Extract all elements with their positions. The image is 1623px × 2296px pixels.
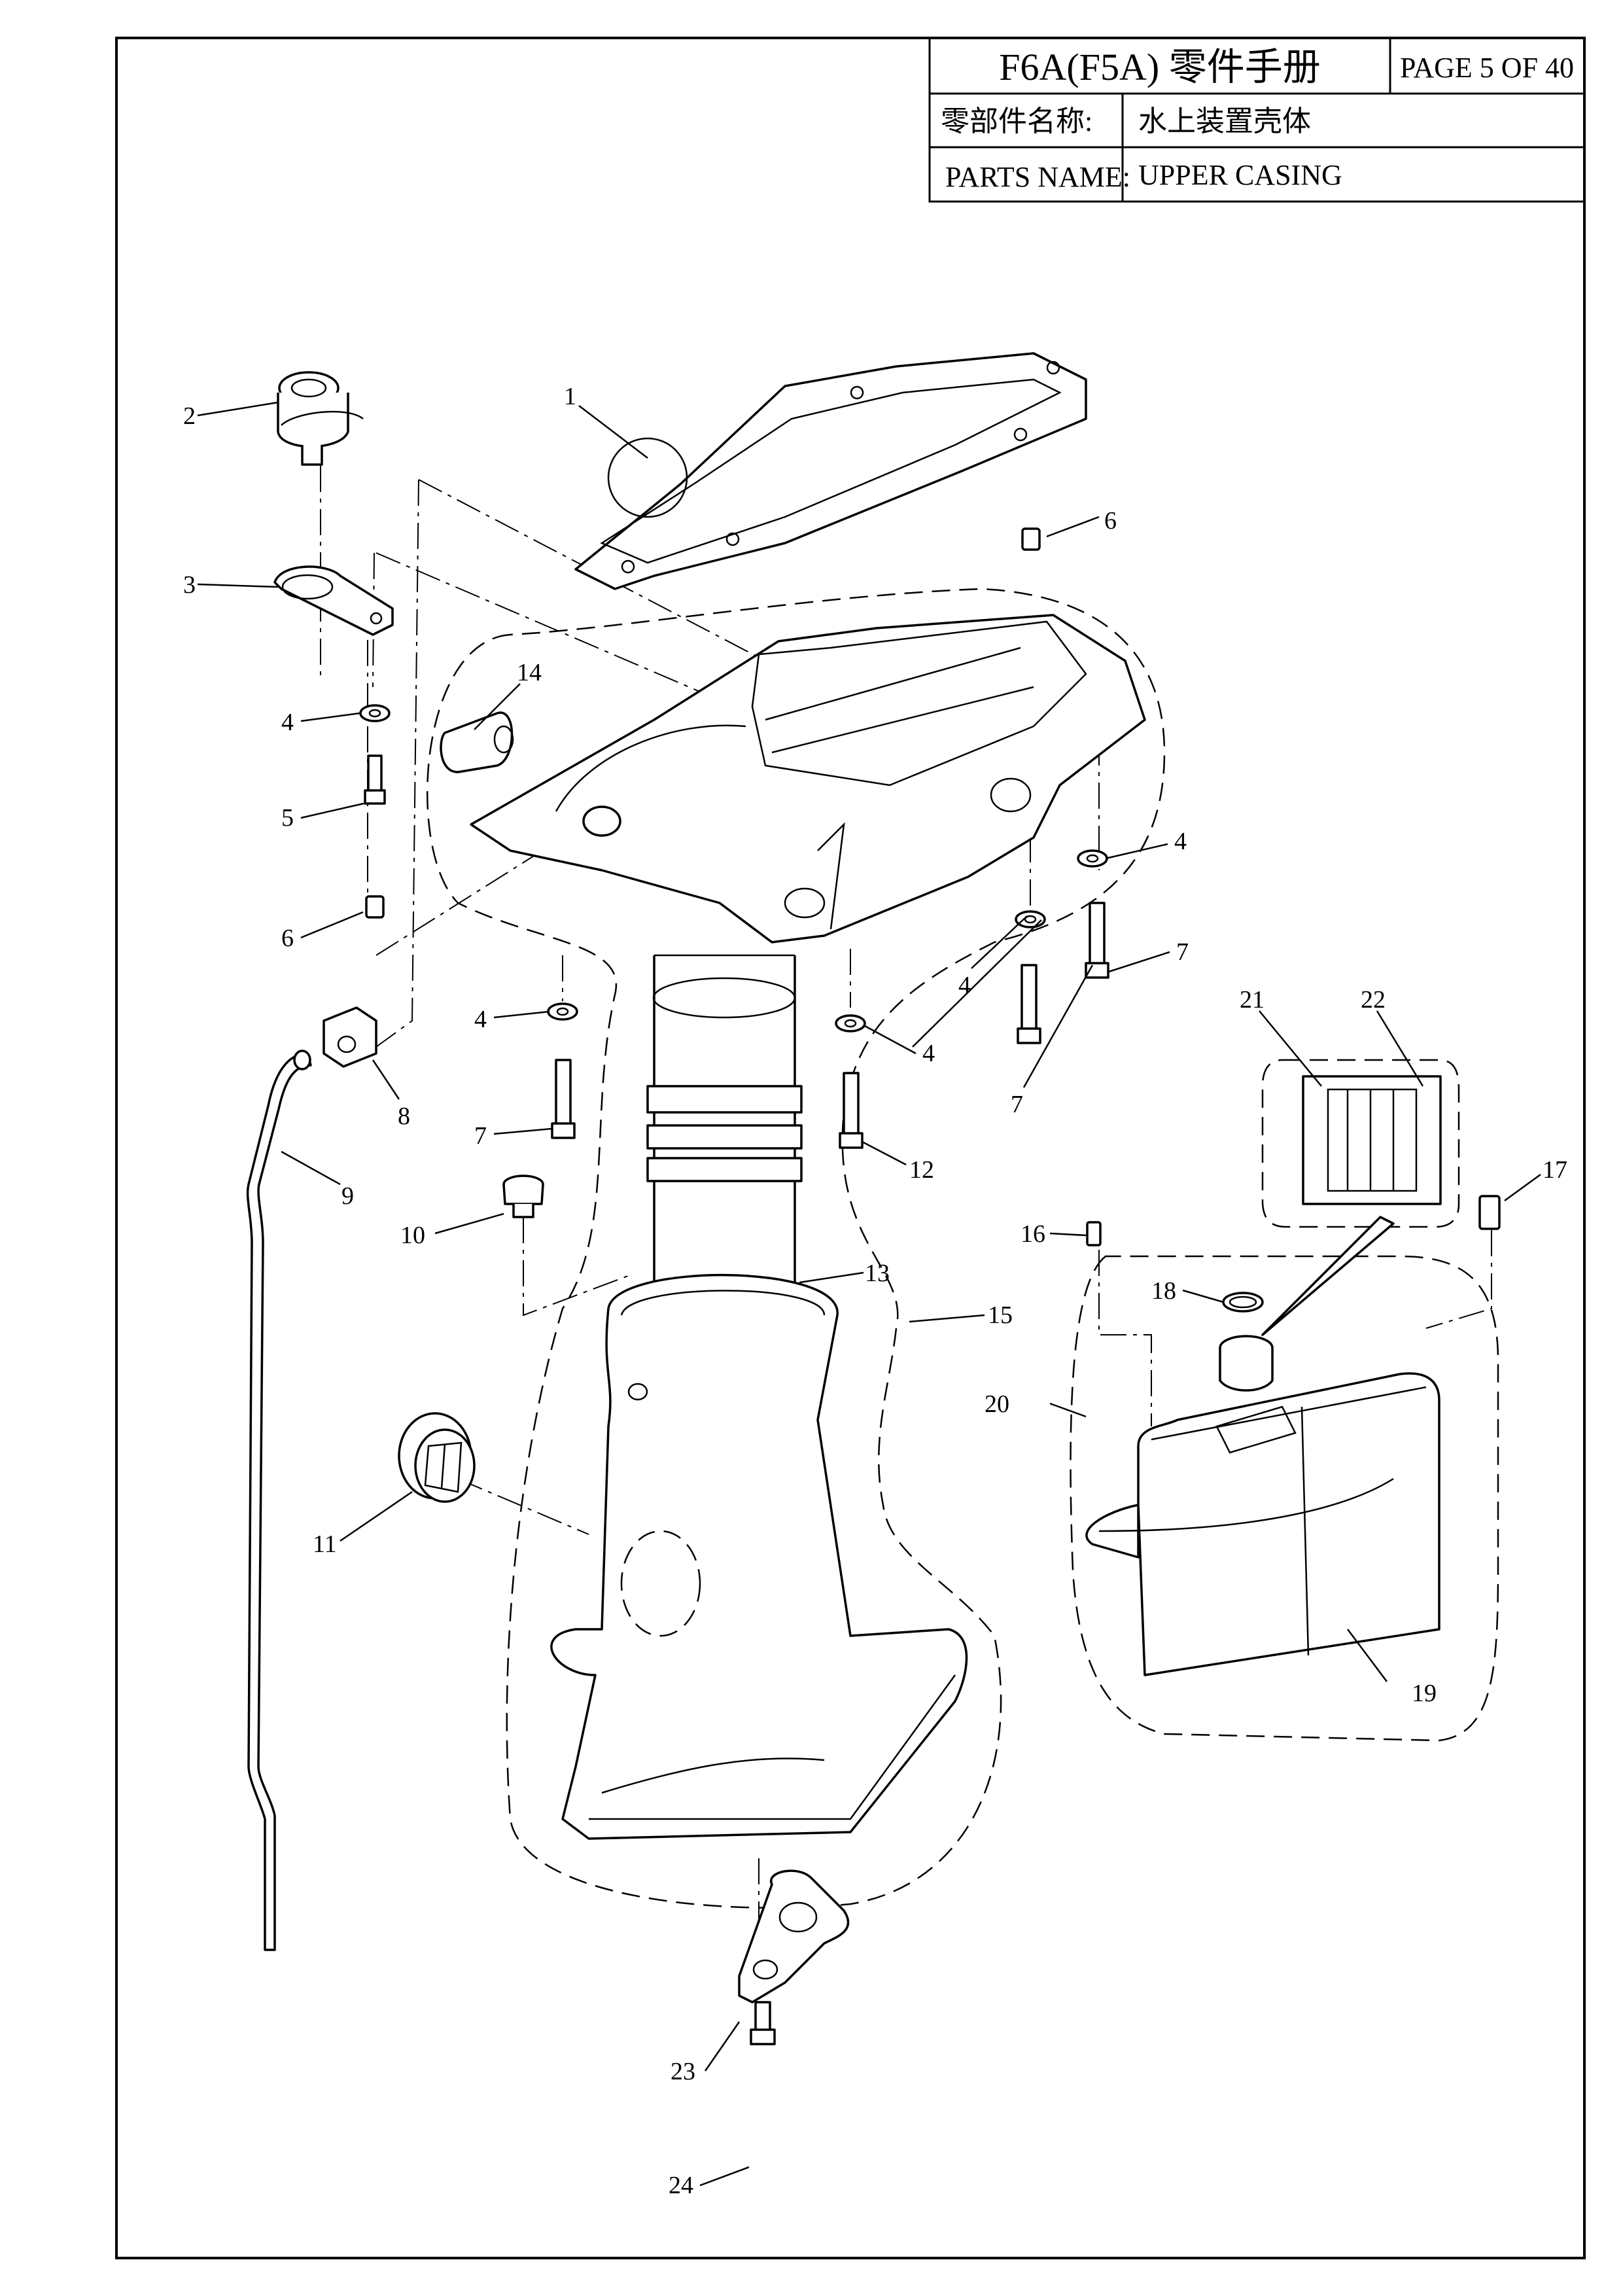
title-block: F6A(F5A) 零件手册 PAGE 5 OF 40 零部件名称: 水上装置壳体…	[928, 37, 1586, 203]
callout-10: 10	[400, 1222, 425, 1249]
leader-lines	[197, 401, 1541, 2187]
callout-9: 9	[341, 1182, 354, 1210]
callout-22: 22	[1361, 986, 1386, 1014]
part-3-plate	[273, 565, 394, 636]
part-13-upper-casing	[550, 955, 968, 1840]
part-2-grommet	[277, 371, 364, 466]
callout-3: 3	[183, 571, 196, 599]
part-8-clamp	[323, 1006, 377, 1068]
part-14-base-casting	[440, 614, 1146, 957]
callout-6b: 6	[281, 925, 294, 952]
callout-4e: 4	[922, 1040, 935, 1067]
callout-4a: 4	[281, 709, 294, 736]
callout-15: 15	[988, 1301, 1013, 1329]
callout-4d: 4	[474, 1006, 487, 1033]
parts-name-label-en: PARTS NAME:	[945, 161, 1130, 193]
callout-4c: 4	[958, 972, 971, 999]
callout-5: 5	[281, 804, 294, 832]
boundary-dashed-main	[426, 588, 1166, 1909]
part-19-20-fin-cover	[1085, 1372, 1440, 1676]
part-16-17-dowels	[1086, 1195, 1501, 1246]
callout-18: 18	[1151, 1277, 1176, 1305]
part-9-tube	[246, 1050, 312, 1951]
callout-11: 11	[313, 1530, 337, 1558]
callout-13: 13	[865, 1260, 890, 1287]
boundary-dashed-bearing	[1261, 1059, 1460, 1228]
part-bolts	[364, 754, 1109, 2045]
callout-14: 14	[517, 659, 542, 686]
part-21-22-bearing	[1219, 1075, 1442, 1392]
center-lines	[320, 466, 1492, 1963]
title-text: F6A(F5A) 零件手册	[999, 46, 1320, 88]
callout-6a: 6	[1104, 507, 1117, 535]
callout-19: 19	[1412, 1680, 1437, 1707]
callout-1: 1	[564, 383, 576, 410]
part-23-gasket	[738, 1869, 850, 2004]
callout-16: 16	[1021, 1220, 1045, 1248]
part-18-clip	[1222, 1292, 1264, 1313]
part-6-dowels	[365, 527, 1041, 919]
callout-7a: 7	[1176, 938, 1189, 966]
callout-20: 20	[985, 1390, 1009, 1418]
callout-12: 12	[909, 1156, 934, 1184]
callout-7c: 7	[474, 1122, 487, 1150]
part-10-plug	[502, 1174, 544, 1218]
callout-24: 24	[669, 2172, 693, 2199]
parts-name-label-cn: 零部件名称:	[941, 105, 1092, 137]
callout-23: 23	[671, 2058, 695, 2085]
part-11-plug	[398, 1412, 476, 1503]
page-number: PAGE 5 OF 40	[1400, 52, 1574, 84]
boundary-dashed-fin	[1070, 1255, 1499, 1742]
callout-numbers: 1 2 3 4 4 4 4 4 5 6 6 7 7 7 8 9 10 11 12…	[183, 383, 1567, 2199]
parts-name-value-en: UPPER CASING	[1138, 159, 1342, 191]
drawing-frame	[115, 37, 1586, 2259]
callout-4b: 4	[1174, 828, 1187, 855]
parts-name-value-cn: 水上装置壳体	[1138, 105, 1311, 137]
callout-8: 8	[398, 1103, 410, 1130]
callout-21: 21	[1240, 986, 1265, 1014]
callout-7b: 7	[1011, 1091, 1023, 1118]
callout-17: 17	[1543, 1156, 1567, 1184]
part-1-gasket	[574, 352, 1087, 590]
callout-2: 2	[183, 402, 196, 430]
